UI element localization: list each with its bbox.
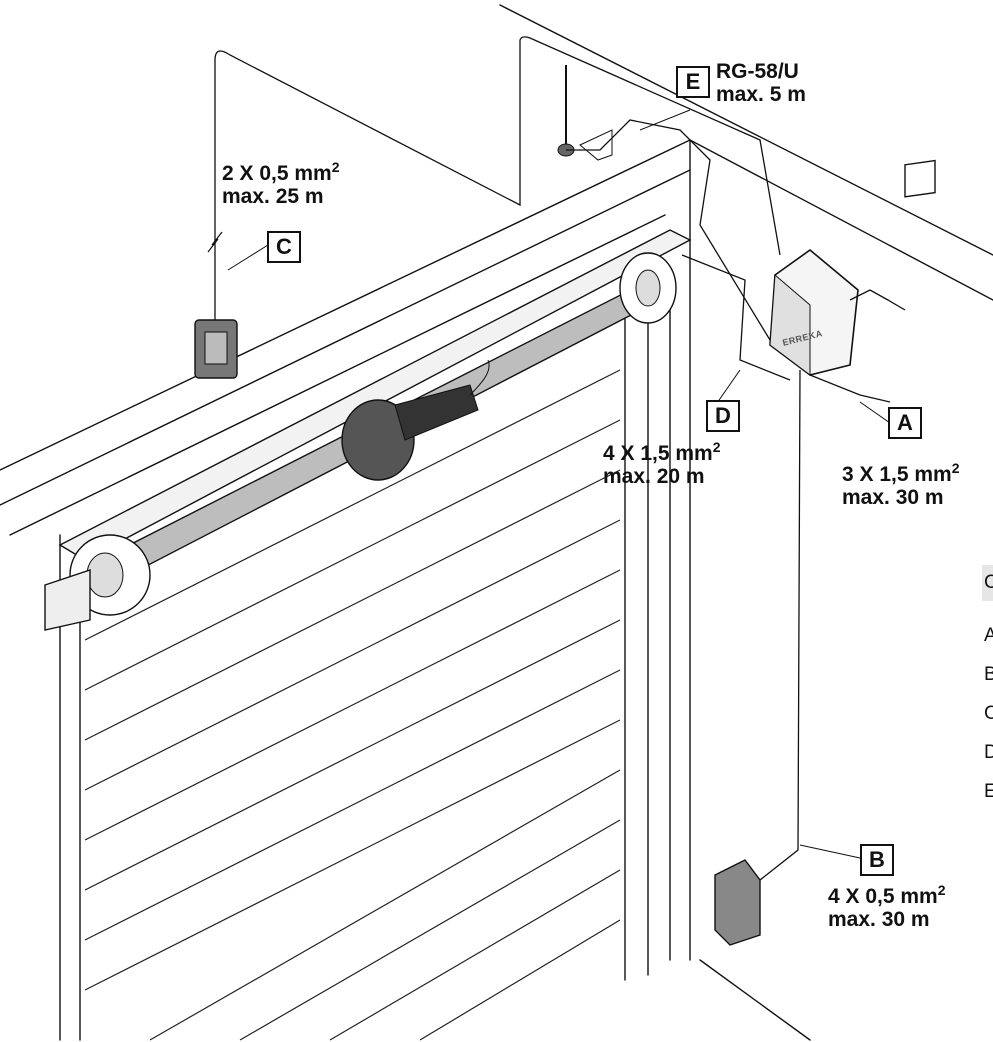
spec-b-line1: 4 X 0,5 mm2 (828, 882, 946, 908)
label-box-e: E (676, 66, 710, 98)
lintel-top (0, 139, 691, 471)
cable-b (759, 369, 801, 881)
shutter-slats (84, 369, 621, 1041)
legend-header: C (984, 572, 993, 593)
antenna-bracket (579, 129, 613, 161)
legend-header-bg (982, 565, 993, 601)
motor-wheel (341, 399, 415, 481)
legend-item-b: B (984, 664, 993, 685)
cable-power (849, 289, 906, 311)
spec-a: 3 X 1,5 mm2 max. 30 m (842, 460, 960, 509)
spec-a-line1: 3 X 1,5 mm2 (842, 460, 960, 486)
spec-b-line2: max. 30 m (828, 908, 930, 931)
cable-d (681, 254, 791, 381)
spec-a-line2: max. 30 m (842, 486, 944, 509)
photocell (714, 859, 761, 946)
spec-c-line2: max. 25 m (222, 185, 324, 208)
shutter-cover (58, 229, 692, 561)
spec-e-line1: RG-58/U (716, 60, 799, 83)
spec-e-line2: max. 5 m (716, 83, 806, 106)
left-bracket (44, 569, 91, 631)
motor-wire (469, 359, 490, 396)
lintel-mid (0, 169, 691, 506)
spec-d-line2: max. 20 m (603, 465, 705, 488)
ceiling-edge (499, 4, 993, 256)
spec-b: 4 X 0,5 mm2 max. 30 m (828, 882, 946, 931)
wall-floor-line (699, 959, 811, 1041)
cable-e (566, 119, 771, 341)
spec-c-line1: 2 X 0,5 mm2 (222, 159, 340, 185)
legend-item-c: C (984, 703, 993, 724)
label-box-d: D (706, 400, 740, 432)
spec-d-line1: 4 X 1,5 mm2 (603, 439, 721, 465)
label-box-b: B (860, 844, 894, 876)
spec-c: 2 X 0,5 mm2 max. 25 m (222, 159, 340, 208)
motor-body (394, 384, 479, 441)
spec-e: RG-58/U max. 5 m (716, 60, 806, 106)
wall-socket (904, 159, 936, 198)
cable-c (214, 36, 781, 320)
label-box-c: C (267, 231, 301, 263)
legend-item-a: A (984, 625, 993, 646)
cable-a (809, 374, 891, 403)
label-box-a: A (888, 407, 922, 439)
lintel-inner (9, 214, 666, 536)
spec-d: 4 X 1,5 mm2 max. 20 m (603, 439, 721, 488)
legend-item-e: E (984, 781, 993, 802)
legend-item-d: D (984, 742, 993, 763)
wall-edge-right (689, 139, 993, 301)
